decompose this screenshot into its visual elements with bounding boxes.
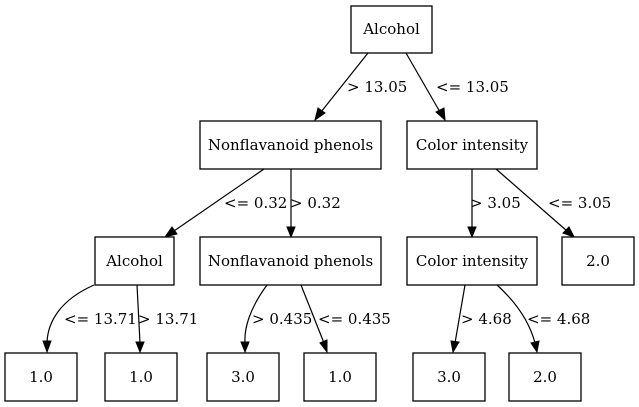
node-llr-label: 1.0	[129, 368, 153, 386]
node-lrl-label: 3.0	[231, 368, 255, 386]
edge-r-rr: <= 3.05	[495, 168, 611, 238]
edge-label-r-rr: <= 3.05	[548, 194, 611, 212]
edge-rl-rll: > 4.68	[450, 284, 512, 354]
node-rl-label: Color intensity	[416, 252, 529, 270]
node-rll: 3.0	[412, 352, 486, 402]
edge-label-lr-lrr: <= 0.435	[318, 310, 391, 328]
edge-label-lr-lrl: > 0.435	[252, 310, 312, 328]
node-llr: 1.0	[104, 352, 178, 402]
node-rlr-label: 2.0	[533, 368, 557, 386]
node-l: Nonflavanoid phenols	[199, 120, 382, 170]
node-lll: 1.0	[4, 352, 78, 402]
node-root: Alcohol	[350, 5, 433, 54]
edge-label-root-left: > 13.05	[347, 78, 407, 96]
edge-r-rl: > 3.05	[467, 169, 521, 239]
node-lrr: 1.0	[303, 352, 377, 402]
edge-ll-llr: > 13.71	[135, 284, 198, 354]
node-r-label: Color intensity	[416, 136, 529, 154]
edge-label-rl-rll: > 4.68	[461, 310, 512, 328]
node-rr-label: 2.0	[586, 252, 610, 270]
node-lrr-label: 1.0	[328, 368, 352, 386]
edge-label-l-ll: <= 0.32	[224, 194, 287, 212]
edge-label-ll-llr: > 13.71	[138, 310, 198, 328]
node-lr: Nonflavanoid phenols	[199, 236, 382, 286]
node-rr: 2.0	[561, 236, 635, 286]
edge-lr-lrr: <= 0.435	[300, 284, 391, 354]
edge-root-right: <= 13.05	[405, 52, 509, 122]
node-root-label: Alcohol	[362, 20, 420, 38]
node-rlr: 2.0	[508, 352, 582, 402]
edge-l-lr: > 0.32	[286, 169, 341, 239]
edge-l-ll: <= 0.32	[163, 168, 287, 238]
node-rl: Color intensity	[406, 236, 538, 286]
edge-label-r-rl: > 3.05	[470, 194, 521, 212]
node-lrl: 3.0	[206, 352, 280, 402]
edge-label-root-right: <= 13.05	[436, 78, 509, 96]
edge-rl-rlr: <= 4.68	[496, 284, 590, 354]
edge-label-ll-lll: <= 13.71	[64, 310, 137, 328]
edge-label-rl-rlr: <= 4.68	[527, 310, 590, 328]
edge-label-l-lr: > 0.32	[290, 194, 341, 212]
node-lll-label: 1.0	[29, 368, 53, 386]
node-lr-label: Nonflavanoid phenols	[208, 252, 373, 270]
edge-ll-lll: <= 13.71	[42, 284, 137, 354]
node-ll-label: Alcohol	[105, 252, 163, 270]
node-l-label: Nonflavanoid phenols	[208, 136, 373, 154]
node-rll-label: 3.0	[437, 368, 461, 386]
node-ll: Alcohol	[94, 236, 175, 286]
node-r: Color intensity	[406, 120, 538, 170]
edge-root-left: > 13.05	[314, 52, 407, 122]
edge-lr-lrl: > 0.435	[240, 284, 312, 354]
